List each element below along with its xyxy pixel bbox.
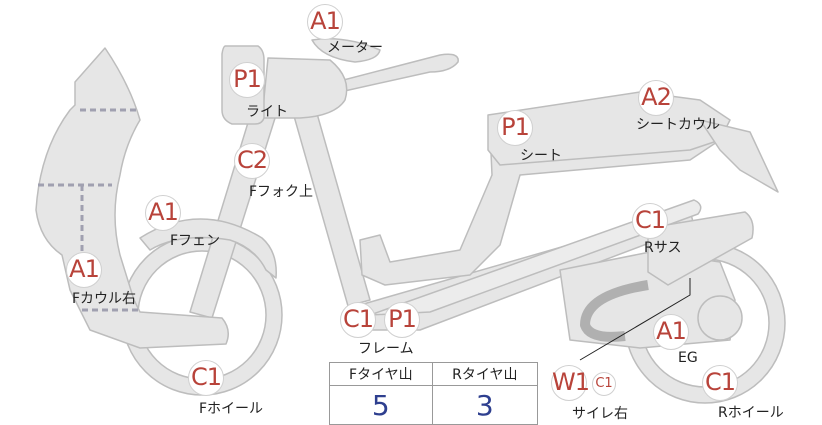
tire-table-header-row: Fタイヤ山 Rタイヤ山: [329, 362, 539, 386]
frame-rail: [369, 199, 702, 316]
fork-damage-code: C2: [234, 143, 270, 179]
tire-table-value-row: 5 3: [329, 385, 539, 425]
fork-label: Fフォク上: [249, 184, 314, 200]
rear-suspension-label: Rサス: [644, 240, 682, 256]
front-fender-damage-code: A1: [145, 195, 181, 231]
front-tire-header: Fタイヤ山: [329, 362, 433, 386]
rear-tire-value: 3: [431, 385, 539, 425]
front-tire-value: 5: [329, 385, 433, 425]
rear-hub: [697, 295, 743, 341]
front-wheel-label: Fホイール: [199, 401, 264, 417]
front-cowl-label: Fカウル右: [72, 291, 137, 307]
front-fender-label: Fフェン: [170, 233, 221, 249]
rear-wheel-label: Rホイール: [718, 405, 784, 421]
seat-label: シート: [520, 148, 562, 164]
meter-label: メーター: [327, 40, 383, 56]
front-cowl-damage-code: A1: [66, 252, 102, 288]
seat-cowl-tail: [699, 119, 779, 193]
muffler-pipe: [580, 280, 649, 342]
front-wheel-damage-code: C1: [188, 360, 224, 396]
muffler-leader-line: [579, 278, 691, 361]
light-damage-code: P1: [229, 62, 265, 98]
frame-damage-code-1: C1: [340, 302, 376, 338]
engine-damage-code: A1: [653, 314, 689, 350]
muffler-damage-code-1: W1: [551, 365, 590, 401]
muffler-damage-code-2: C1: [592, 372, 616, 396]
frame-damage-code-2: P1: [384, 302, 420, 338]
muffler-label: サイレ右: [572, 406, 628, 422]
frame-downtube: [289, 95, 371, 307]
rear-tire-header: Rタイヤ山: [431, 362, 539, 386]
meter-damage-code: A1: [307, 4, 343, 40]
light-label: ライト: [246, 104, 288, 120]
front-fender: [139, 218, 277, 279]
seat-cowl-damage-code: A2: [638, 80, 674, 116]
rear-shock: [647, 211, 754, 286]
headlight-housing: [261, 57, 348, 119]
meter-housing: [311, 38, 381, 63]
tire-tread-table: Fタイヤ山 Rタイヤ山 5 3: [329, 362, 539, 425]
seat-damage-code: P1: [497, 110, 533, 146]
frame-label: フレーム: [358, 341, 414, 357]
seat-cowl-label: シートカウル: [636, 117, 720, 133]
rear-suspension-damage-code: C1: [632, 203, 668, 239]
rear-wheel-damage-code: C1: [702, 365, 738, 401]
engine-label: EG: [678, 350, 698, 366]
